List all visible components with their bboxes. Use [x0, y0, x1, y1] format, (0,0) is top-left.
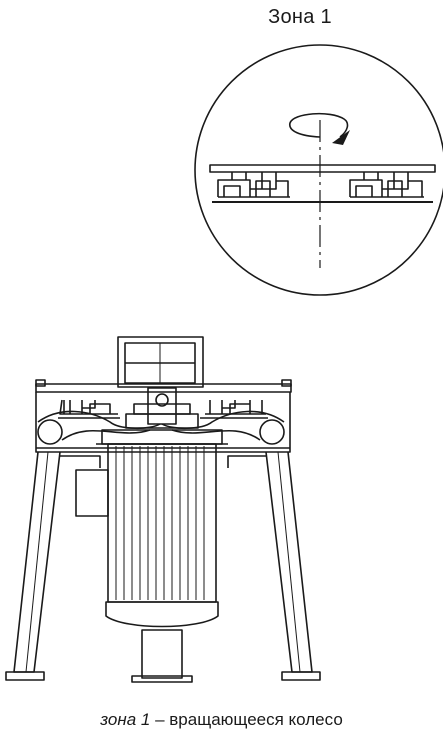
wheel-teeth-right	[349, 172, 424, 198]
frame-top-bar	[35, 383, 292, 393]
wheel-teeth-left	[217, 172, 290, 198]
top-housing	[117, 336, 204, 388]
terminal-box	[75, 469, 109, 517]
centrifuge-machine	[5, 336, 321, 683]
discharge-right	[259, 419, 285, 445]
discharge-left	[37, 419, 63, 445]
rotation-arrowhead	[332, 130, 350, 145]
chamber-walls	[35, 392, 291, 453]
rotation-arrow-icon	[289, 112, 349, 138]
caption-zone-term: зона 1	[100, 710, 151, 729]
motor-end-cap	[105, 601, 219, 628]
base-stand	[141, 629, 183, 679]
wheel-top-plate	[209, 164, 436, 173]
spindle-hub	[147, 387, 177, 425]
figure-caption: зона 1 – вращающееся колесо	[0, 710, 443, 730]
caption-description: – вращающееся колесо	[150, 710, 343, 729]
zone-1-label: Зона 1	[268, 6, 332, 28]
wheel-right	[205, 400, 266, 415]
wheel-left	[59, 399, 118, 415]
detail-circle	[194, 44, 443, 296]
zone-1-detail	[194, 44, 443, 296]
